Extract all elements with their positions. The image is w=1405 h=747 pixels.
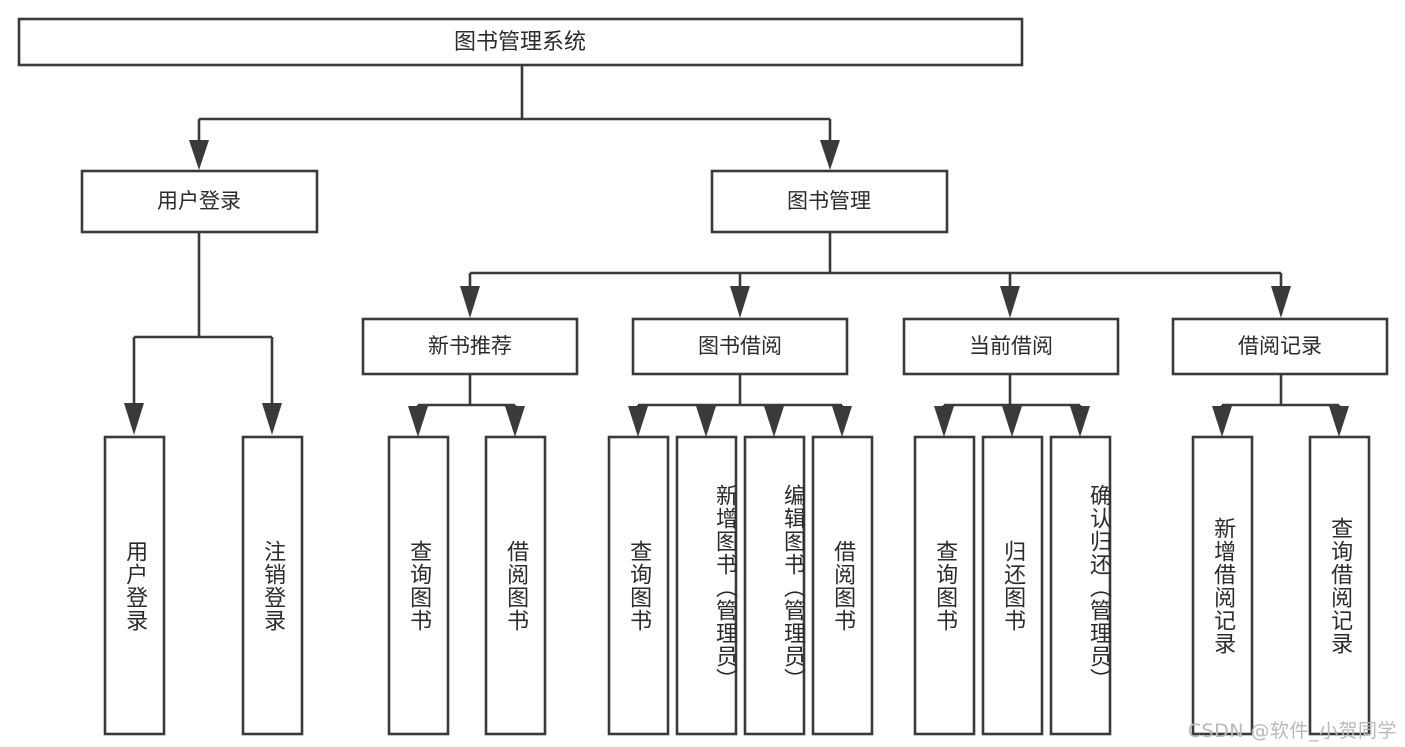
leaf-boxes	[103, 435, 1371, 736]
arrow-head-current-borrow	[1000, 286, 1020, 318]
leaf-return-book-box[interactable]	[981, 435, 1044, 736]
arrow-head-leaf-query-book-1	[408, 406, 428, 437]
node-current-borrow[interactable]: 当前借阅	[902, 317, 1120, 376]
connector-group-book-borrow	[628, 374, 852, 437]
node-book-borrow[interactable]: 图书借阅	[631, 317, 849, 376]
connector-group-new-book-recommend	[408, 374, 525, 437]
leaf-add-record-box[interactable]	[1191, 435, 1254, 736]
connector-group-borrow-record	[1212, 374, 1349, 437]
node-book-borrow-box[interactable]	[631, 317, 849, 376]
node-book-manage-label: 图书管理	[787, 189, 871, 213]
node-new-book-recommend[interactable]: 新书推荐	[361, 317, 579, 376]
leaf-query-record-box[interactable]	[1308, 435, 1371, 736]
leaf-edit-book-box[interactable]	[743, 435, 806, 736]
connector-group-current-borrow	[934, 374, 1090, 437]
arrow-head-leaf-borrow-book-1	[505, 406, 525, 437]
node-root[interactable]: 图书管理系统	[17, 17, 1024, 67]
node-current-borrow-box[interactable]	[902, 317, 1120, 376]
arrow-head-leaf-add-record	[1212, 406, 1232, 437]
node-borrow-record-box[interactable]	[1171, 317, 1389, 376]
arrow-head-book-borrow	[730, 286, 750, 318]
arrow-head-leaf-confirm-return	[1070, 406, 1090, 437]
connector-group-root	[189, 66, 840, 170]
arrow-head-leaf-query-record	[1329, 406, 1349, 437]
arrow-head-leaf-borrow-book-2	[832, 406, 852, 437]
arrow-head-user-login	[189, 140, 209, 170]
leaf-user-logout-box[interactable]	[241, 435, 304, 736]
node-book-borrow-label: 图书借阅	[698, 334, 782, 358]
node-borrow-record-label: 借阅记录	[1238, 334, 1322, 358]
node-book-manage[interactable]: 图书管理	[710, 169, 949, 234]
node-book-manage-box[interactable]	[710, 169, 949, 234]
arrow-head-leaf-return-book	[1002, 406, 1022, 437]
arrow-head-leaf-edit-book	[764, 406, 784, 437]
arrow-head-leaf-query-book-2	[628, 406, 648, 437]
node-root-box[interactable]	[17, 17, 1024, 67]
connector-group-book-manage	[460, 233, 1291, 318]
node-new-book-recommend-label: 新书推荐	[428, 334, 512, 358]
leaf-confirm-return-box[interactable]	[1049, 435, 1112, 736]
leaf-add-book-box[interactable]	[675, 435, 738, 736]
leaf-query-book-3-box[interactable]	[913, 435, 976, 736]
arrow-head-new-book-recommend	[460, 286, 480, 318]
connector-group-user-login	[124, 233, 282, 435]
arrow-head-book-manage	[820, 140, 840, 170]
leaf-query-book-1-box[interactable]	[387, 435, 450, 736]
leaf-borrow-book-1-box[interactable]	[484, 435, 547, 736]
node-root-label: 图书管理系统	[454, 30, 586, 55]
node-user-login[interactable]: 用户登录	[80, 169, 319, 234]
node-current-borrow-label: 当前借阅	[969, 334, 1053, 358]
watermark-text: CSDN @软件_小贺同学	[1187, 720, 1397, 742]
leaf-user-login-box[interactable]	[103, 435, 166, 736]
node-user-login-label: 用户登录	[157, 189, 241, 213]
arrow-head-leaf-user-login	[124, 403, 144, 435]
node-new-book-recommend-box[interactable]	[361, 317, 579, 376]
arrow-head-leaf-user-logout	[262, 403, 282, 435]
arrow-head-borrow-record	[1271, 286, 1291, 318]
arrow-head-leaf-add-book	[696, 406, 716, 437]
node-user-login-box[interactable]	[80, 169, 319, 234]
node-borrow-record[interactable]: 借阅记录	[1171, 317, 1389, 376]
leaf-borrow-book-2-box[interactable]	[811, 435, 874, 736]
leaf-query-book-2-box[interactable]	[607, 435, 670, 736]
arrow-head-leaf-query-book-3	[934, 406, 954, 437]
